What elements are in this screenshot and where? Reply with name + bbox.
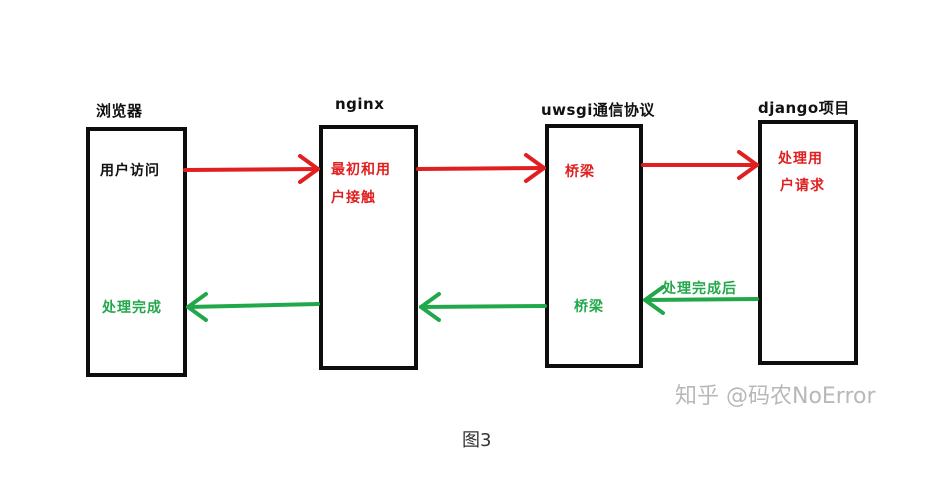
uwsgi-bridge-top: 桥梁 — [565, 164, 595, 180]
zhihu-watermark: 知乎 @码农NoError — [675, 384, 876, 409]
django-box — [758, 120, 858, 365]
uwsgi-bridge-bottom: 桥梁 — [574, 299, 604, 315]
nginx-box — [319, 125, 418, 370]
uwsgi-title: uwsgi通信协议 — [541, 101, 655, 119]
django-label-line2: 户请求 — [780, 178, 825, 194]
nginx-label-line2: 户接触 — [331, 190, 376, 206]
arrow-django-to-uwsgi — [643, 285, 759, 315]
figure-caption: 图3 — [462, 430, 492, 451]
browser-done-label: 处理完成 — [102, 300, 162, 316]
response-arrows — [186, 285, 759, 322]
browser-box — [86, 127, 187, 377]
django-label-line1: 处理用 — [778, 151, 823, 167]
browser-title: 浏览器 — [96, 102, 143, 120]
nginx-title: nginx — [335, 95, 385, 113]
django-return-label: 处理完成后 — [662, 281, 737, 297]
arrow-nginx-to-uwsgi — [416, 153, 546, 183]
arrow-nginx-to-browser — [186, 292, 320, 322]
request-arrows — [183, 150, 759, 184]
arrow-browser-to-nginx — [183, 154, 320, 184]
django-title: django项目 — [758, 99, 850, 117]
arrow-uwsgi-to-nginx — [419, 292, 547, 322]
nginx-label-line1: 最初和用 — [331, 162, 391, 178]
arrow-uwsgi-to-django — [641, 150, 759, 180]
browser-request-label: 用户访问 — [100, 163, 160, 179]
uwsgi-box — [545, 124, 643, 368]
